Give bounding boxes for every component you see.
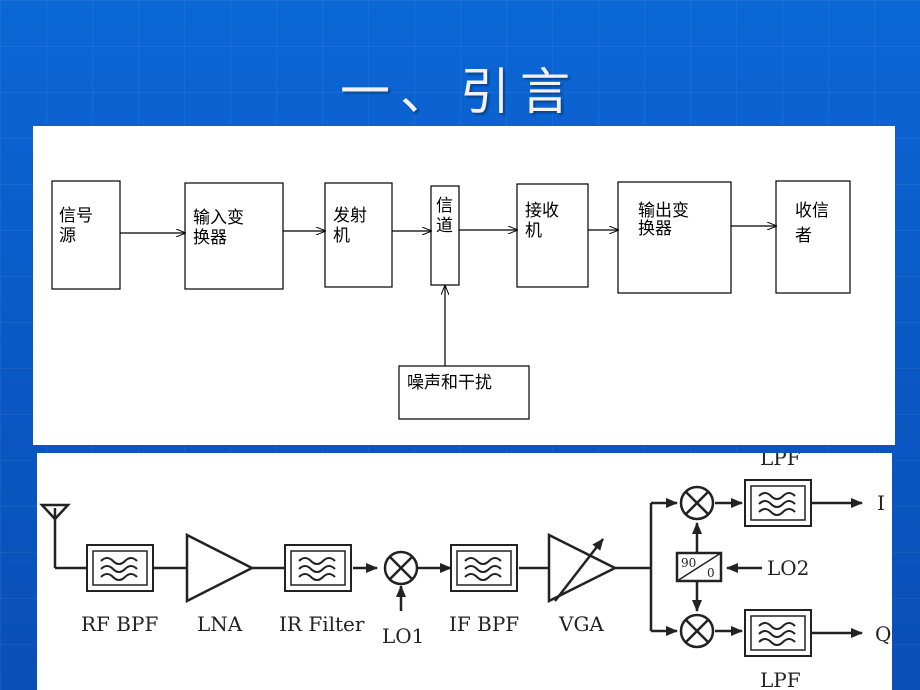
mixer-i-icon bbox=[679, 485, 715, 521]
mixer-lo1-icon bbox=[383, 550, 419, 586]
receiver-label-2: 机 bbox=[525, 221, 542, 241]
slide-title: 一、引言 bbox=[340, 63, 580, 121]
sink-label-2: 者 bbox=[795, 226, 812, 246]
receiver-block bbox=[516, 183, 589, 288]
lpf-top-label: LPF bbox=[760, 453, 801, 470]
receiver-label-1: 接收 bbox=[525, 201, 559, 221]
output-transducer-label-1: 输出变 bbox=[638, 201, 689, 221]
source-label-2: 源 bbox=[59, 226, 76, 246]
noise-block bbox=[398, 365, 530, 420]
phase-shifter bbox=[675, 551, 723, 583]
rf-bpf-filter bbox=[86, 544, 154, 592]
vga-amplifier-icon bbox=[547, 532, 618, 604]
lo2-label: LO2 bbox=[767, 556, 809, 580]
output-transducer-label-2: 换器 bbox=[638, 219, 672, 239]
ir-filter bbox=[284, 544, 352, 592]
source-label-1: 信号 bbox=[59, 206, 93, 226]
lpf-top-filter bbox=[744, 479, 812, 527]
vga-label: VGA bbox=[558, 612, 604, 636]
transmitter-label-1: 发射 bbox=[333, 206, 367, 226]
phase-0-label: 0 bbox=[707, 566, 715, 580]
mixer-q-icon bbox=[679, 613, 715, 649]
lna-label: LNA bbox=[197, 612, 243, 636]
output-i-label: I bbox=[877, 491, 885, 515]
rf-bpf-label: RF BPF bbox=[81, 612, 158, 636]
output-transducer-block bbox=[617, 181, 732, 294]
lna-amplifier-icon bbox=[185, 532, 255, 604]
if-bpf-filter bbox=[450, 544, 518, 592]
transmitter-label-2: 机 bbox=[333, 226, 350, 246]
output-q-label: Q bbox=[875, 622, 891, 646]
input-transducer-label-2: 换器 bbox=[193, 228, 227, 248]
phase-90-label: 90 bbox=[681, 556, 696, 570]
if-bpf-label: IF BPF bbox=[449, 612, 519, 636]
input-transducer-label-1: 输入变 bbox=[193, 208, 244, 228]
noise-label: 噪声和干扰 bbox=[407, 373, 492, 393]
transmitter-block bbox=[324, 182, 393, 288]
lpf-bottom-label: LPF bbox=[760, 668, 801, 690]
lpf-bottom-filter bbox=[744, 609, 812, 657]
rf-chain-panel: 90 0 RF BPF LNA IR Filter LO1 IF BPF VGA… bbox=[37, 453, 892, 690]
source-block bbox=[51, 180, 121, 290]
sink-block bbox=[775, 180, 851, 294]
antenna-icon bbox=[39, 503, 87, 570]
channel-label-1: 信 bbox=[436, 196, 453, 216]
ir-filter-label: IR Filter bbox=[279, 612, 365, 636]
block-diagram-panel: 信号 源 输入变 换器 发射 机 信 道 接收 机 输出变 换器 收信 者 噪声… bbox=[33, 126, 895, 445]
channel-label-2: 道 bbox=[436, 216, 453, 236]
lo1-label: LO1 bbox=[382, 624, 424, 648]
sink-label-1: 收信 bbox=[795, 201, 829, 221]
